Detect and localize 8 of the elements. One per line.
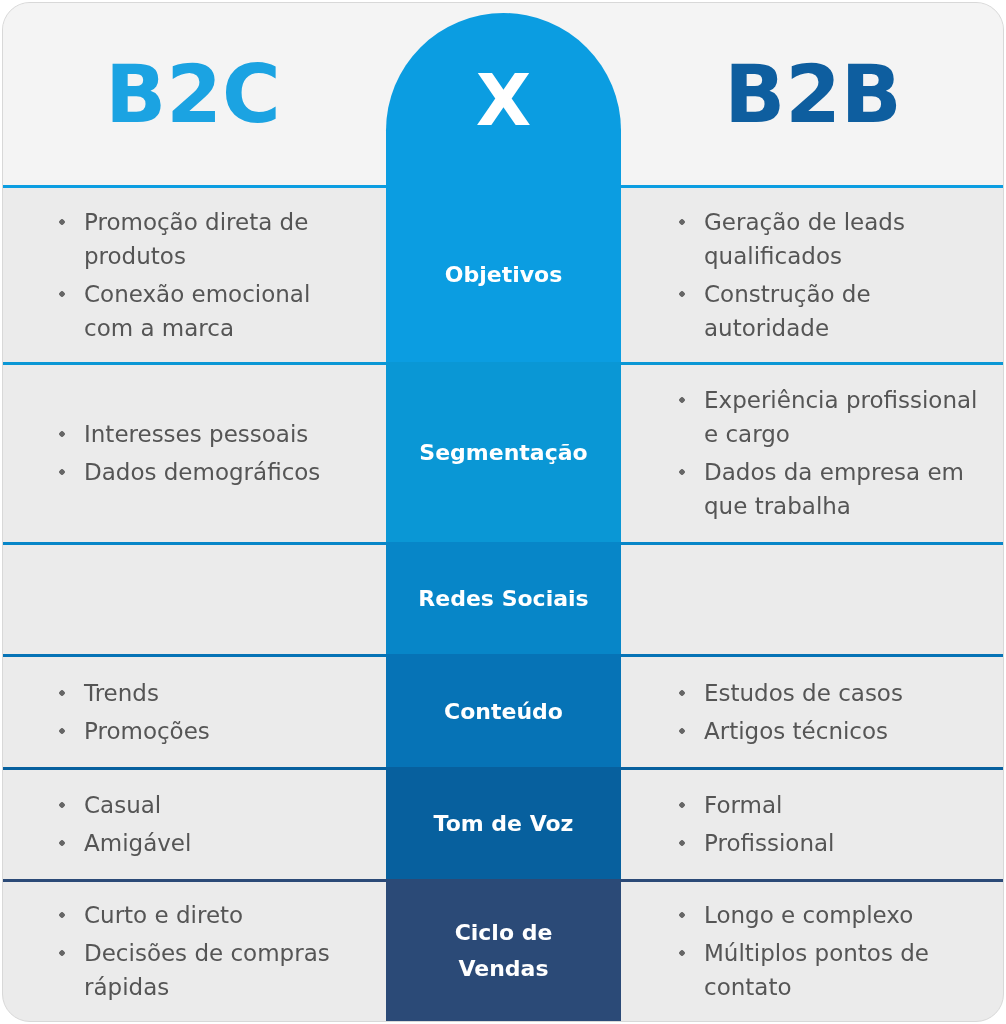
row-heading: Redes Sociais [417,585,590,613]
column-heading: B2B [723,48,903,141]
row-heading: Objetivos [443,260,564,289]
row-heading: Segmentação [418,439,589,467]
column-heading: B2C [104,48,282,141]
row-heading: Ciclo de Vendas [453,918,554,983]
row-heading: Tom de Voz [432,810,575,838]
row-heading: Conteúdo [443,697,564,726]
